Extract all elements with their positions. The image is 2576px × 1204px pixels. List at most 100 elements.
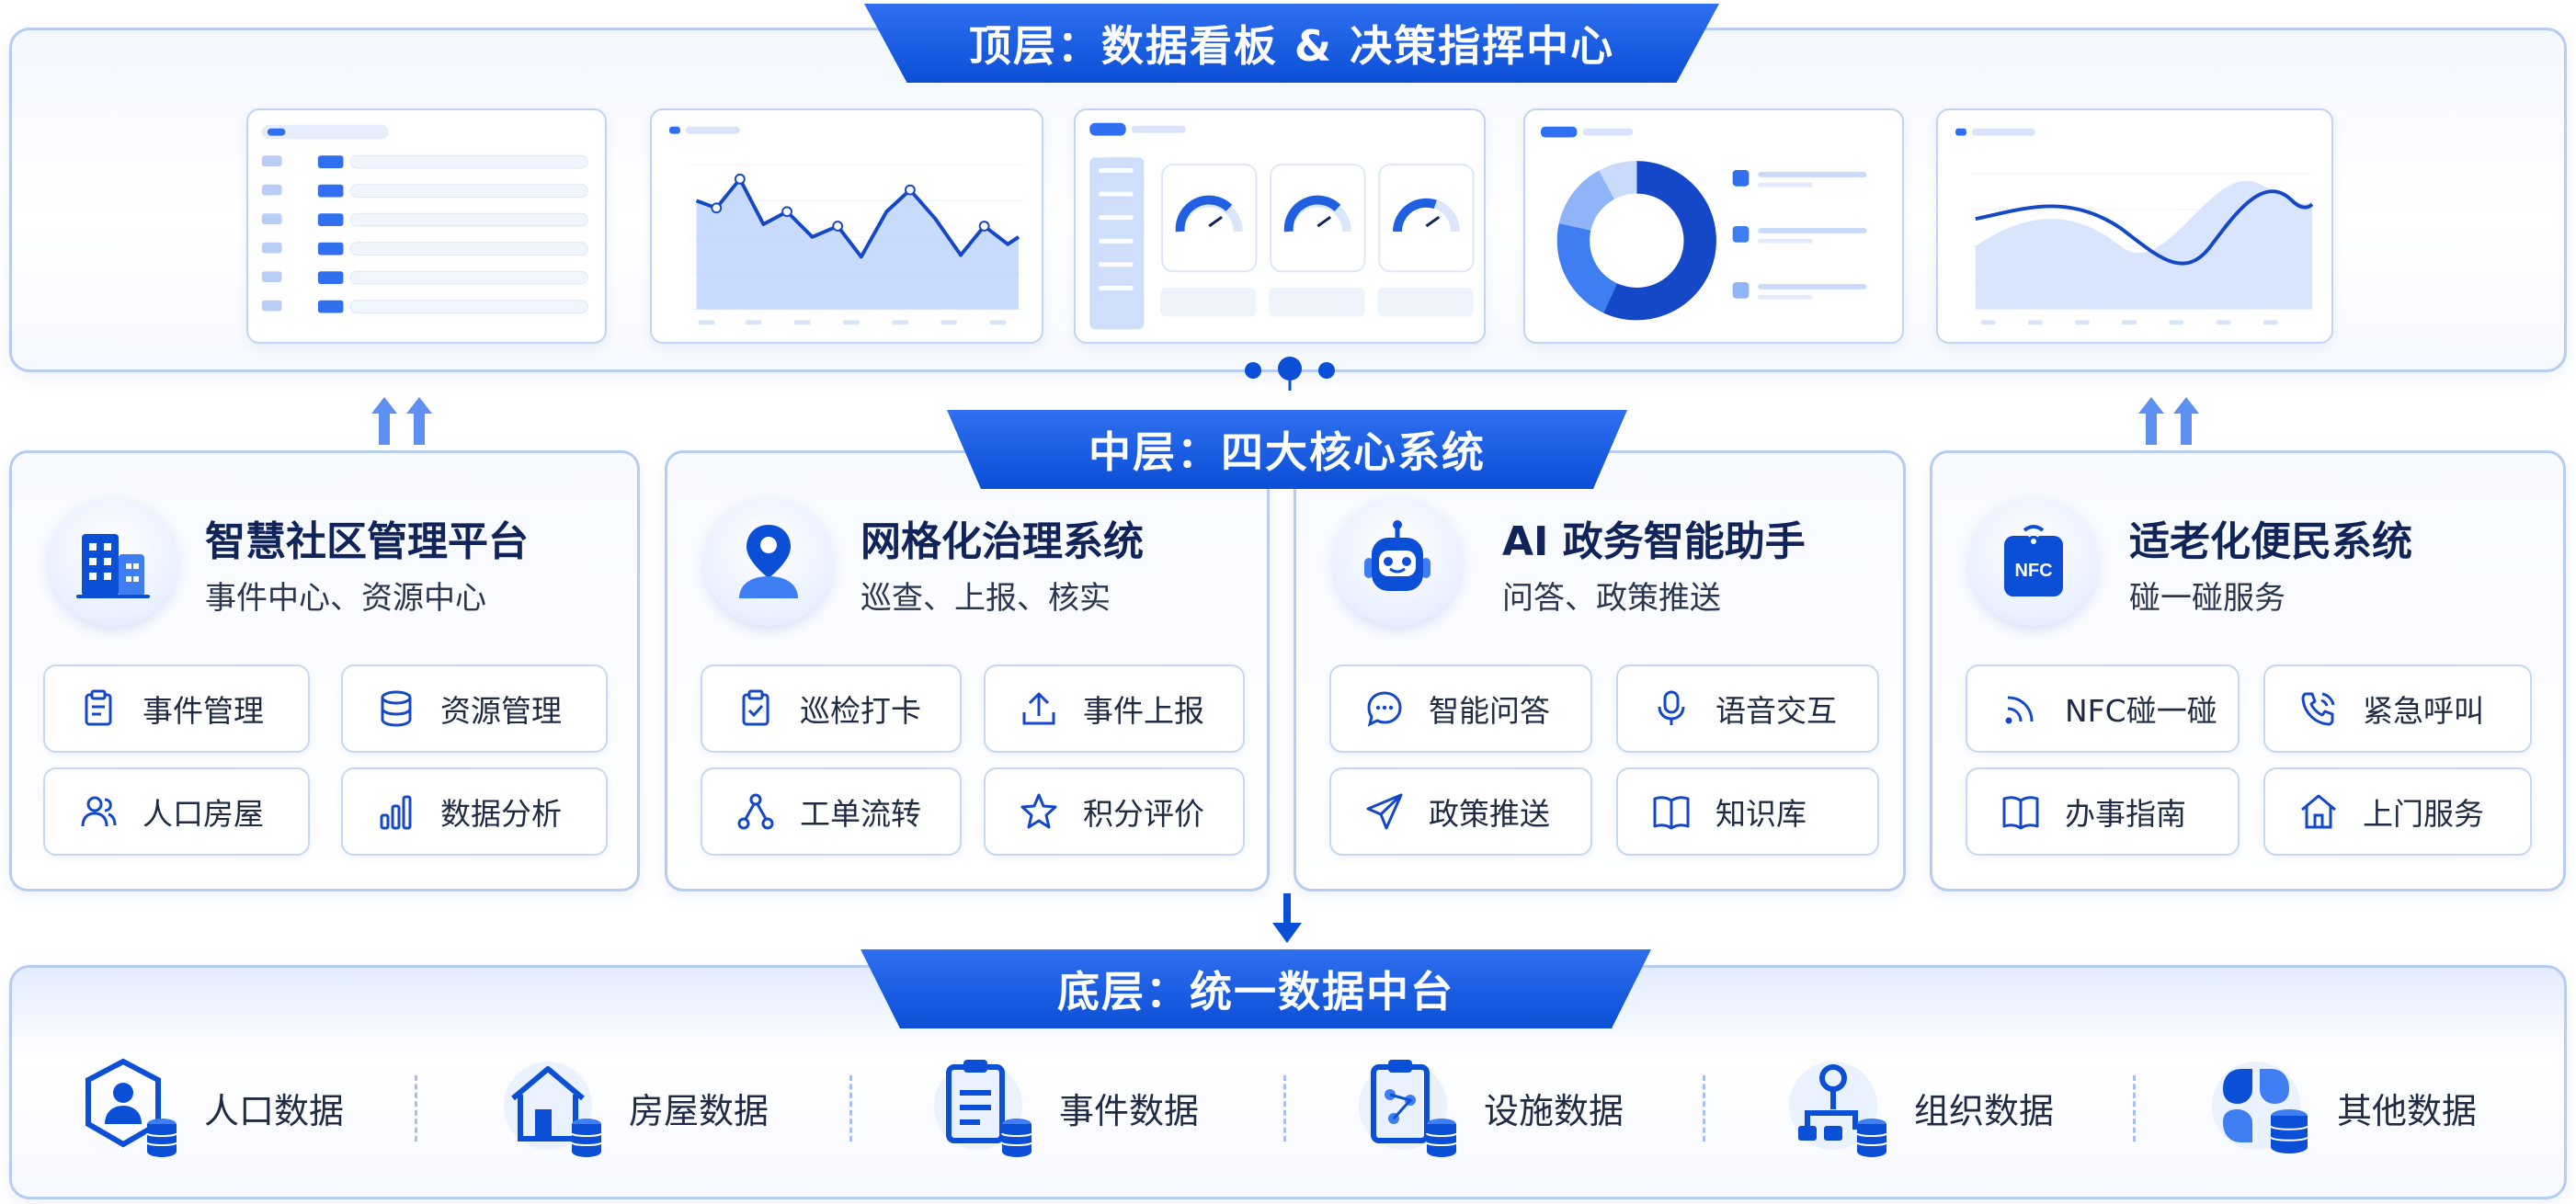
feature-label: 事件管理: [142, 693, 264, 729]
bar-chart-icon: [380, 795, 412, 830]
feature-patrol-checkin[interactable]: 巡检打卡: [701, 664, 962, 753]
feature-data-analysis[interactable]: 数据分析: [341, 767, 608, 856]
middle-layer-title: 中层：四大核心系统: [947, 410, 1627, 489]
data-item-label: 组织数据: [1914, 1090, 2055, 1131]
separator: [1283, 1075, 1286, 1142]
feature-label: 数据分析: [440, 796, 562, 832]
dashboard-table-thumbnail[interactable]: [246, 108, 607, 344]
org-database-icon: [1789, 1062, 1887, 1157]
system-title: 网格化治理系统: [861, 518, 1144, 565]
data-item-organization[interactable]: 组织数据: [1787, 1048, 2054, 1167]
feature-label: 资源管理: [440, 693, 562, 729]
clipboard-check-icon: [742, 689, 769, 726]
feature-voice-interaction[interactable]: 语音交互: [1616, 664, 1879, 753]
feature-service-guide[interactable]: 办事指南: [1966, 767, 2240, 856]
data-item-label: 房屋数据: [629, 1090, 769, 1131]
dashboard-area-chart-thumbnail[interactable]: [1936, 108, 2333, 344]
wireless-icon: [2005, 696, 2034, 724]
feature-label: 知识库: [1715, 796, 1807, 832]
data-item-label: 设施数据: [1484, 1090, 1624, 1131]
nfc-card-icon: NFC: [1969, 497, 2098, 626]
data-item-facilities[interactable]: 设施数据: [1357, 1048, 1624, 1167]
feature-label: 积分评价: [1083, 796, 1204, 832]
map-pin-person-icon: [704, 497, 833, 626]
dashboard-line-chart-thumbnail[interactable]: [650, 108, 1043, 344]
system-card-ai-assistant[interactable]: AI 政务智能助手 问答、政策推送 智能问答 语音交互 政策推送 知识库: [1294, 450, 1906, 892]
feature-resource-management[interactable]: 资源管理: [341, 664, 608, 753]
feature-policy-push[interactable]: 政策推送: [1329, 767, 1592, 856]
feature-work-order-flow[interactable]: 工单流转: [701, 767, 962, 856]
system-card-elderly-friendly[interactable]: NFC 适老化便民系统 碰一碰服务 NFC碰一碰 紧急呼叫 办事指南 上门服务: [1930, 450, 2566, 892]
feature-label: 上门服务: [2363, 796, 2484, 832]
feature-label: 事件上报: [1083, 693, 1204, 729]
feature-points-rating[interactable]: 积分评价: [984, 767, 1245, 856]
microphone-icon: [1658, 690, 1685, 725]
person-database-icon: [85, 1058, 177, 1157]
up-arrow-icon: [2138, 397, 2199, 445]
data-item-population[interactable]: 人口数据: [77, 1048, 344, 1167]
system-card-community[interactable]: 智慧社区管理平台 事件中心、资源中心 事件管理 资源管理 人口房屋 数据分析: [9, 450, 640, 892]
upload-icon: [1022, 692, 1055, 725]
system-card-grid-governance[interactable]: 网格化治理系统 巡查、上报、核实 巡检打卡 事件上报 工单流转 积分评价: [665, 450, 1270, 892]
chat-bubble-icon: [1367, 691, 1402, 727]
separator: [415, 1075, 417, 1142]
system-title: 智慧社区管理平台: [205, 518, 529, 565]
system-subtitle: 巡查、上报、核实: [861, 580, 1111, 617]
down-arrow-icon: [1272, 893, 1302, 943]
feature-population-housing[interactable]: 人口房屋: [43, 767, 310, 856]
data-item-label: 事件数据: [1059, 1090, 1200, 1131]
feature-label: NFC碰一碰: [2065, 693, 2217, 729]
phone-call-icon: [2301, 692, 2335, 726]
feature-label: 人口房屋: [142, 796, 264, 832]
feature-label: 政策推送: [1429, 796, 1550, 832]
data-item-label: 人口数据: [204, 1090, 345, 1131]
blocks-database-icon: [2212, 1062, 2308, 1153]
feature-smart-qa[interactable]: 智能问答: [1329, 664, 1592, 753]
separator: [1703, 1075, 1705, 1142]
clipboard-database-icon: [934, 1060, 1032, 1157]
robot-icon: [1333, 497, 1462, 626]
system-subtitle: 碰一碰服务: [2129, 580, 2285, 617]
clipboard-icon: [85, 689, 112, 726]
separator: [849, 1075, 852, 1142]
star-icon: [1020, 793, 1057, 829]
feature-emergency-call[interactable]: 紧急呼叫: [2263, 664, 2532, 753]
database-icon: [381, 690, 412, 727]
book-icon: [2002, 796, 2039, 830]
feature-label: 语音交互: [1715, 693, 1837, 729]
house-database-icon: [504, 1062, 602, 1157]
up-arrow-icon: [371, 397, 432, 445]
feature-label: 巡检打卡: [800, 693, 921, 729]
top-layer-title: 顶层：数据看板 & 决策指挥中心: [864, 4, 1719, 83]
nfc-badge-text: NFC: [2014, 561, 2052, 581]
feature-label: 办事指南: [2065, 796, 2186, 832]
book-icon: [1653, 796, 1690, 830]
feature-home-service[interactable]: 上门服务: [2263, 767, 2532, 856]
system-subtitle: 问答、政策推送: [1502, 580, 1721, 617]
data-item-other[interactable]: 其他数据: [2210, 1048, 2477, 1167]
separator: [2133, 1075, 2136, 1142]
data-item-housing[interactable]: 房屋数据: [502, 1048, 769, 1167]
data-item-label: 其他数据: [2337, 1090, 2478, 1131]
users-icon: [81, 796, 117, 827]
feature-event-management[interactable]: 事件管理: [43, 664, 310, 753]
dashboard-gauges-thumbnail[interactable]: [1074, 108, 1486, 344]
workflow-icon: [737, 793, 774, 830]
data-item-events[interactable]: 事件数据: [932, 1048, 1199, 1167]
feature-label: 工单流转: [800, 796, 921, 832]
feature-label: 智能问答: [1429, 693, 1550, 729]
feature-event-report[interactable]: 事件上报: [984, 664, 1245, 753]
system-title: 适老化便民系统: [2129, 518, 2412, 565]
bottom-layer-title: 底层：统一数据中台: [861, 949, 1651, 1028]
feature-nfc-tap[interactable]: NFC碰一碰: [1966, 664, 2240, 753]
feature-knowledge-base[interactable]: 知识库: [1616, 767, 1879, 856]
system-subtitle: 事件中心、资源中心: [205, 580, 486, 617]
home-icon: [2301, 794, 2336, 829]
send-icon: [1366, 793, 1403, 830]
system-title: AI 政务智能助手: [1502, 518, 1806, 565]
building-icon: [49, 497, 177, 626]
feature-label: 紧急呼叫: [2363, 693, 2484, 729]
dashboard-donut-thumbnail[interactable]: [1523, 108, 1904, 344]
facility-database-icon: [1359, 1060, 1457, 1157]
connector-dots: [1245, 357, 1335, 391]
